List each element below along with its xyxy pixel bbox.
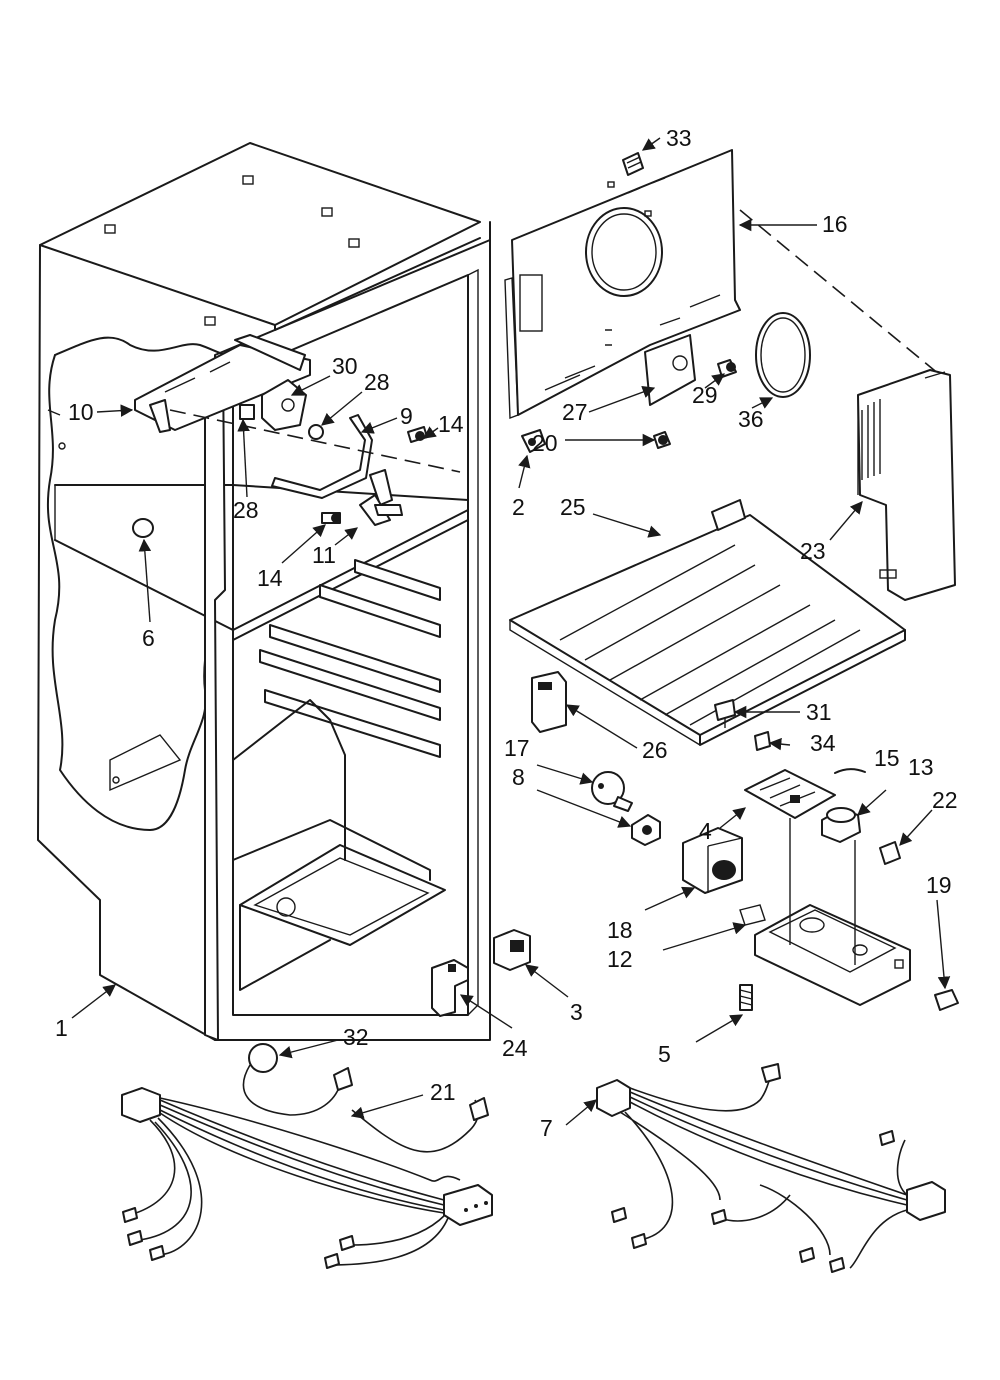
screw-part-5	[739, 984, 753, 1011]
callout-4: 4	[699, 818, 712, 844]
fan-blade-part	[359, 469, 403, 526]
callout-18: 18	[607, 917, 633, 943]
callout-6: 6	[142, 625, 155, 651]
callout-28a: 28	[364, 369, 390, 395]
callout-9: 9	[400, 403, 413, 429]
callout-5: 5	[658, 1041, 671, 1067]
leader-lines	[71, 137, 951, 1126]
callout-34: 34	[810, 730, 836, 756]
callout-14a: 14	[438, 411, 464, 437]
control-board-part-4	[744, 769, 836, 819]
callout-25: 25	[560, 494, 586, 520]
callout-10: 10	[68, 399, 94, 425]
callout-19: 19	[926, 872, 952, 898]
thermistor-part-32	[242, 1043, 353, 1116]
evaporator-cover-part	[504, 149, 741, 419]
screw-14b	[321, 512, 341, 524]
callout-23: 23	[800, 538, 826, 564]
callout-12: 12	[607, 946, 633, 972]
callout-32: 32	[343, 1024, 369, 1050]
callout-33: 33	[666, 125, 692, 151]
callout-21: 21	[430, 1079, 456, 1105]
knob-part-22	[879, 841, 901, 865]
screw-20	[653, 431, 671, 449]
callout-27: 27	[562, 399, 588, 425]
fan-bracket-part-9	[271, 414, 373, 499]
wire-harness-part-7	[596, 1063, 946, 1273]
switch-part-19	[934, 989, 959, 1011]
light-housing-part-26	[531, 671, 567, 733]
callout-20: 20	[532, 430, 558, 456]
callout-14b: 14	[257, 565, 283, 591]
light-bulb-part-17	[591, 771, 633, 812]
callout-7: 7	[540, 1115, 553, 1141]
light-shield-part-18	[682, 827, 743, 894]
control-housing-part-12	[739, 818, 911, 1006]
callout-28b: 28	[233, 497, 259, 523]
cabinet-liner-part	[37, 142, 491, 1041]
fan-shroud-ring-36	[755, 312, 811, 398]
callout-13: 13	[908, 754, 934, 780]
relay-part-3	[493, 929, 531, 971]
wire-harness-part-21	[121, 1087, 493, 1269]
callout-22: 22	[932, 787, 958, 813]
callout-16: 16	[822, 211, 848, 237]
relay-part-24	[431, 959, 469, 1017]
evaporator-fan-bracket	[134, 334, 311, 433]
callout-31: 31	[806, 699, 832, 725]
callout-17: 17	[504, 735, 530, 761]
light-socket-part-8	[631, 814, 661, 846]
callout-24: 24	[502, 1035, 528, 1061]
callout-36: 36	[738, 406, 764, 432]
thermostat-part-13	[821, 807, 861, 843]
callout-29: 29	[692, 382, 718, 408]
cap-part-6	[132, 518, 154, 538]
clip-part-15	[834, 768, 866, 774]
callout-3: 3	[570, 999, 583, 1025]
control-housing-part	[857, 369, 956, 601]
callout-2: 2	[512, 494, 525, 520]
callout-8: 8	[512, 764, 525, 790]
light-shield-part-27	[644, 334, 696, 406]
clip-part-2	[521, 429, 546, 453]
callout-labels: 33 16 10 30 28 9 14 28 14 11 6 2 20 27 2…	[55, 125, 958, 1141]
nut-34	[754, 731, 771, 751]
callout-1: 1	[55, 1015, 68, 1041]
grommet-33	[622, 152, 644, 176]
screw-14a	[407, 426, 428, 443]
callout-26: 26	[642, 737, 668, 763]
callout-30: 30	[332, 353, 358, 379]
callout-11: 11	[312, 542, 336, 568]
drain-trough-part	[509, 499, 906, 746]
screw-29	[717, 359, 737, 378]
callout-15: 15	[874, 745, 900, 771]
